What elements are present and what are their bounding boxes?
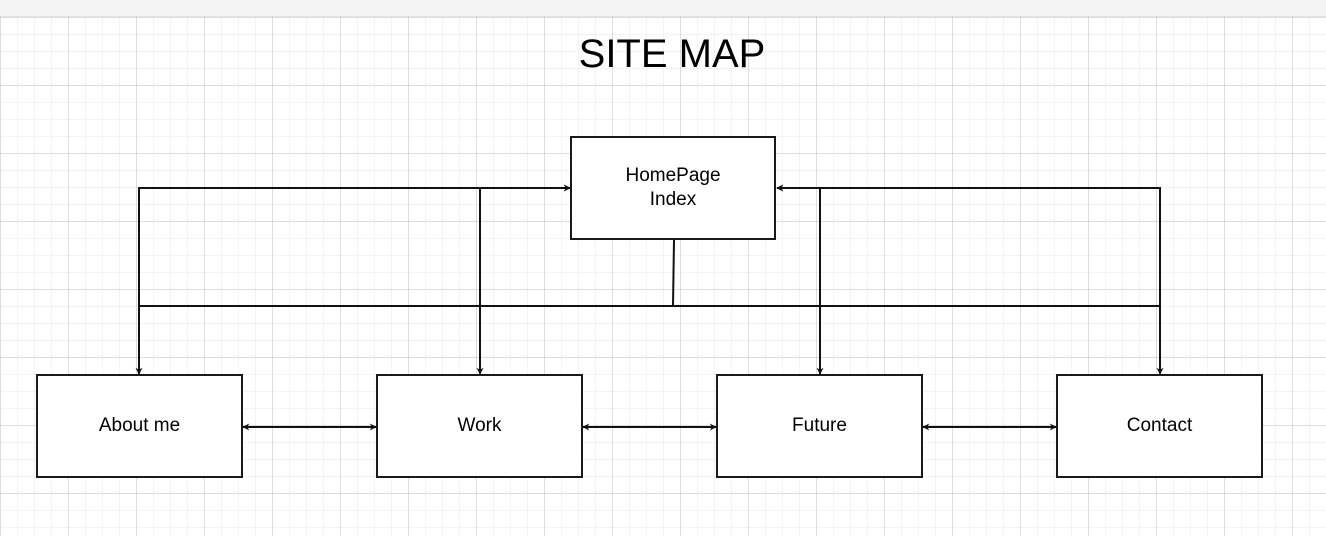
- node-homepage-label-line1: HomePage: [625, 165, 721, 186]
- node-contact[interactable]: Contact: [1056, 374, 1263, 478]
- node-work[interactable]: Work: [376, 374, 583, 478]
- node-work-label: Work: [457, 415, 502, 436]
- diagram-canvas-grid[interactable]: [0, 17, 1326, 536]
- node-homepage-index[interactable]: HomePage Index: [570, 136, 776, 240]
- diagram-title: SITE MAP: [578, 32, 766, 76]
- editor-top-bar: [0, 0, 1326, 17]
- edge-about-to-home: [138, 184, 571, 306]
- edge-home-trunk: [672, 239, 675, 307]
- node-about-me[interactable]: About me: [36, 374, 243, 478]
- edge-work-to-home: [479, 184, 571, 306]
- edge-contact-to-home: [776, 184, 1161, 306]
- node-future-label: Future: [792, 415, 847, 436]
- node-contact-label: Contact: [1126, 415, 1193, 436]
- edge-future-to-home: [776, 184, 821, 306]
- node-about-me-label: About me: [98, 415, 181, 436]
- node-future[interactable]: Future: [716, 374, 923, 478]
- node-homepage-label-line2: Index: [649, 189, 697, 210]
